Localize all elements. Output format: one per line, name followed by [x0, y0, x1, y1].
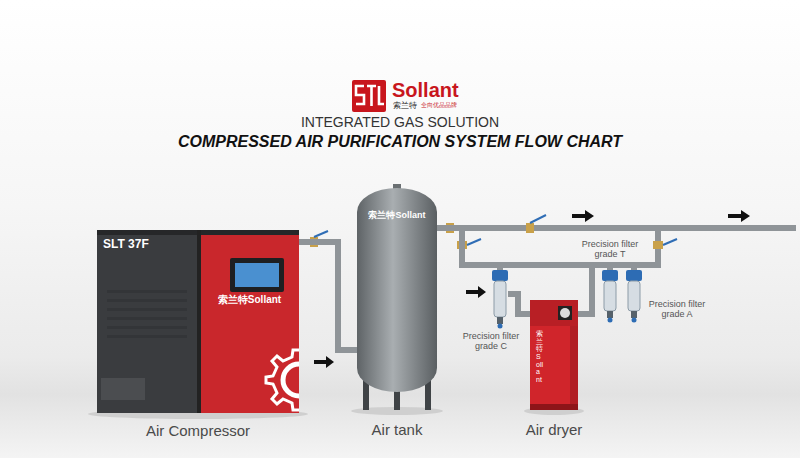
flow-arrow [728, 210, 750, 222]
filter-bowl [628, 281, 640, 311]
air-dryer: 索兰特SollantAir dryer [530, 300, 578, 410]
door-seam [197, 230, 201, 413]
logo-mark [356, 86, 384, 106]
vent-slot [107, 308, 187, 311]
filter-head [602, 270, 618, 281]
valve-handle [530, 215, 546, 223]
precision-filter: Precision filter grade C [492, 270, 508, 328]
filter-head [626, 270, 642, 281]
brand-name: Sollant [392, 79, 459, 102]
brand-name-chinese: 索兰特 [393, 101, 417, 110]
vent-slot [107, 317, 187, 320]
main-pipe [462, 225, 796, 231]
tank-figure [357, 188, 437, 410]
compressor-door [200, 230, 299, 413]
valve-handle [467, 239, 481, 245]
subtitle: INTEGRATED GAS SOLUTION [0, 114, 800, 130]
dryer-panel [530, 300, 578, 326]
air-tank: 索兰特SollantAir tank [357, 188, 437, 410]
valve [653, 241, 663, 249]
filter-figure [626, 270, 642, 322]
dryer-base [530, 404, 578, 410]
dryer-side [570, 326, 578, 410]
filter-head [492, 270, 508, 281]
valve-handle [314, 231, 328, 237]
filter-drain [498, 324, 503, 329]
filter-name: Precision filter grade T [575, 240, 645, 260]
filter-stem [497, 317, 503, 324]
filter-bowl [604, 281, 616, 311]
filter-bowl [494, 281, 506, 317]
filter-stem [607, 311, 613, 318]
vent-slot [107, 335, 187, 338]
equipment-name: Air dryer [494, 421, 614, 438]
flow-arrow [572, 210, 594, 222]
filter-name: Precision filter grade A [642, 300, 712, 320]
air-compressor: SLT 37F索兰特SollantAir Compressor [97, 230, 299, 413]
gauge-frame [558, 306, 572, 320]
tank-body [357, 188, 437, 392]
filter-drain [632, 318, 637, 323]
vent-slot [107, 290, 187, 293]
flow-arrow [314, 356, 334, 368]
valve-handle [663, 239, 677, 245]
pipe-connector [508, 294, 530, 314]
equipment-name: Air Compressor [77, 422, 319, 439]
dryer-body [530, 300, 578, 410]
filter-figure [492, 270, 508, 328]
equipment-name: Air tank [327, 421, 467, 438]
brand-mark: 索兰特Sollant [357, 210, 437, 220]
gear-hub [283, 364, 299, 396]
brand-mark: 索兰特Sollant [536, 330, 543, 384]
precision-filter: Precision filter grade A [626, 270, 642, 322]
filter-name: Precision filter grade C [456, 332, 526, 352]
title: COMPRESSED AIR PURIFICATION SYSTEM FLOW … [0, 133, 800, 151]
filter-stem [631, 311, 637, 318]
compressor-figure [97, 230, 299, 413]
display-screen [235, 263, 279, 287]
vent-slot [107, 299, 187, 302]
pipe-connector [437, 228, 500, 270]
pipe-connector [299, 242, 357, 350]
brand-mark: 索兰特Sollant [200, 294, 299, 306]
info-plate [101, 378, 145, 400]
filter-drain [608, 318, 613, 323]
compressor-cabinet [97, 230, 200, 413]
flow-arrow [466, 286, 486, 298]
pipe-connector [610, 265, 634, 270]
vent-slot [107, 326, 187, 329]
control-panel [230, 258, 284, 292]
valve [526, 223, 534, 233]
precision-filter: Precision filter grade T [602, 270, 618, 322]
model-number: SLT 37F [103, 238, 193, 252]
logo-icon [352, 80, 386, 112]
gear-outline [266, 350, 299, 410]
pressure-gauge [560, 308, 570, 318]
brand-tagline: 全向优品品牌 [421, 102, 457, 109]
filter-figure [602, 270, 618, 322]
